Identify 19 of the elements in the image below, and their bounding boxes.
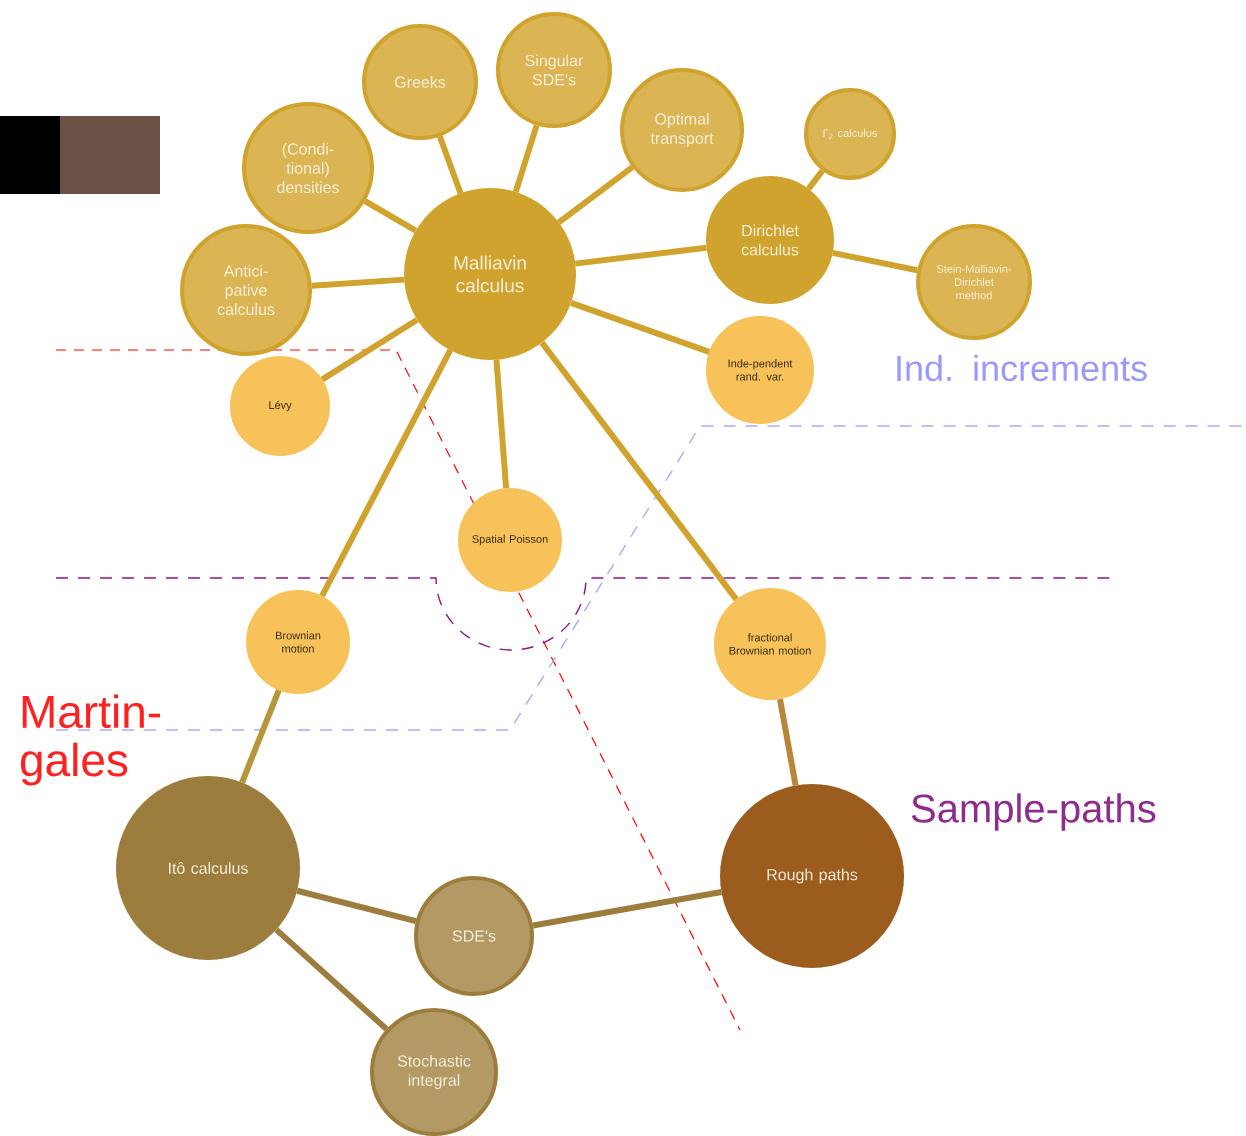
connector <box>320 317 419 382</box>
connector <box>570 299 711 355</box>
connector <box>274 927 389 1032</box>
connector <box>311 276 405 289</box>
connector <box>532 889 722 929</box>
connector <box>239 689 282 784</box>
connector <box>363 198 418 234</box>
connector <box>296 887 417 925</box>
connector <box>437 135 464 195</box>
connector <box>832 249 918 274</box>
connector <box>319 348 453 598</box>
region-label: Ind. increments <box>897 354 1147 382</box>
connector <box>575 244 707 267</box>
connector <box>512 124 540 193</box>
connector <box>806 168 825 191</box>
connector <box>539 340 739 602</box>
connector <box>557 164 635 225</box>
connector <box>777 698 799 786</box>
connector <box>493 359 510 489</box>
